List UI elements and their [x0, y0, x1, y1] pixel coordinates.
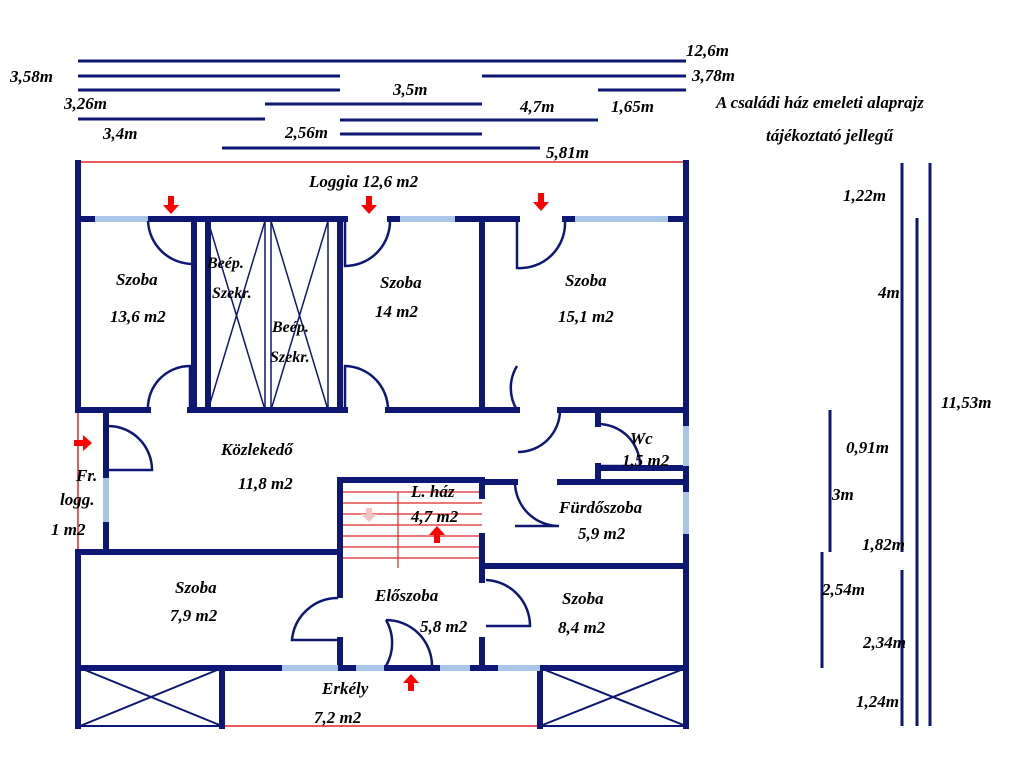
- door-swing: [146, 220, 195, 266]
- room-area-wc: 1,5 m2: [622, 451, 670, 470]
- windows: [95, 216, 689, 671]
- top-dimension-labels: 12,6m 3,58m 3,78m 3,5m 3,26m 4,7m 1,65m …: [9, 41, 735, 162]
- wardrobe-1-cross: [207, 220, 266, 411]
- room-area-szoba-2: 14 m2: [375, 302, 418, 321]
- planter-right-cross: [539, 667, 687, 727]
- right-dimension-labels: 1,22m 4m 11,53m 0,91m 3m 1,82m 2,54m 2,3…: [821, 186, 992, 711]
- room-area-lhaz: 4,7 m2: [410, 507, 459, 526]
- dim-label: 1,24m: [856, 692, 899, 711]
- staircase: [340, 491, 482, 568]
- arrow-up-icon: [429, 526, 445, 543]
- arrow-down-icon: [163, 196, 179, 214]
- room-name-szoba-3: Szoba: [565, 271, 607, 290]
- dim-label: 3,4m: [102, 124, 137, 143]
- door-swing: [343, 220, 392, 268]
- room-name-logg: logg.: [60, 490, 94, 509]
- door-swing: [385, 618, 434, 667]
- wardrobe-2-cross: [270, 220, 329, 411]
- plan-subtitle: tájékoztató jellegű: [766, 126, 894, 145]
- dim-label: 12,6m: [686, 41, 729, 60]
- room-area-szoba-3: 15,1 m2: [558, 307, 614, 326]
- dim-label: 1,82m: [862, 535, 905, 554]
- door-swing: [517, 409, 562, 454]
- room-area-szoba-4: 7,9 m2: [170, 606, 218, 625]
- arrow-right-icon: [74, 435, 92, 451]
- door-swing: [513, 481, 560, 528]
- dim-label: 2,34m: [862, 633, 906, 652]
- arrow-up-icon: [403, 674, 419, 691]
- plan-title: A családi ház emeleti alaprajz: [715, 93, 924, 112]
- room-area-erkely: 7,2 m2: [314, 708, 362, 727]
- dim-label: 2,54m: [821, 580, 865, 599]
- room-name-fr: Fr.: [75, 466, 97, 485]
- room-area-eloszoba: 5,8 m2: [420, 617, 468, 636]
- room-area-kozlekedo: 11,8 m2: [238, 474, 293, 493]
- door-swing: [107, 424, 154, 472]
- door-swing: [515, 220, 567, 270]
- room-name-szekr-1: Szekr.: [212, 285, 252, 302]
- room-area-furdoszoba: 5,9 m2: [578, 524, 626, 543]
- room-name-lhaz: L. ház: [410, 482, 455, 501]
- dim-label: 4,7m: [519, 97, 554, 116]
- room-area-szoba-1: 13,6 m2: [110, 307, 166, 326]
- room-name-szoba-5: Szoba: [562, 589, 604, 608]
- dim-label: 3m: [831, 485, 854, 504]
- room-name-szoba-2: Szoba: [380, 273, 422, 292]
- room-name-wc: Wc: [630, 429, 653, 448]
- door-swing: [597, 422, 642, 468]
- room-name-kozlekedo: Közlekedő: [220, 440, 294, 459]
- entry-arrows: [74, 193, 549, 691]
- right-dimension-lines: [820, 163, 932, 726]
- planter-left-cross: [79, 667, 223, 727]
- dim-label: 2,56m: [284, 123, 328, 142]
- room-area-szoba-5: 8,4 m2: [558, 618, 606, 637]
- room-name-furdoszoba: Fürdőszoba: [558, 498, 643, 517]
- guide-lines: [77, 161, 686, 727]
- door-swing: [384, 619, 394, 667]
- arrow-down-icon: [361, 196, 377, 214]
- dim-label: 3,78m: [691, 66, 735, 85]
- dim-label: 4m: [877, 283, 900, 302]
- room-name-beep-2: Beép.: [271, 319, 309, 336]
- top-dimension-lines: [78, 59, 686, 150]
- dim-label: 5,81m: [546, 143, 589, 162]
- door-swing: [485, 578, 532, 628]
- arrow-down-icon: [533, 193, 549, 211]
- room-labels: Loggia 12,6 m2 Szoba 13,6 m2 Beép. Szekr…: [51, 172, 670, 727]
- door-swings: [107, 220, 642, 667]
- door-swing: [146, 364, 192, 411]
- room-label-loggia: Loggia 12,6 m2: [308, 172, 419, 191]
- door-swing: [343, 364, 390, 411]
- dim-label: 3,26m: [63, 94, 107, 113]
- dim-label: 3,5m: [392, 80, 427, 99]
- room-name-szoba-1: Szoba: [116, 270, 158, 289]
- room-name-szoba-4: Szoba: [175, 578, 217, 597]
- room-name-eloszoba: Előszoba: [374, 586, 439, 605]
- room-name-beep-1: Beép.: [206, 255, 244, 272]
- room-name-erkely: Erkély: [321, 679, 369, 698]
- room-area-frlogg: 1 m2: [51, 520, 86, 539]
- dim-label: 0,91m: [846, 438, 889, 457]
- balcony-planters: [79, 667, 687, 727]
- dim-label: 1,22m: [843, 186, 886, 205]
- dim-label: 3,58m: [9, 67, 53, 86]
- door-swing: [290, 596, 339, 642]
- wardrobes: [207, 220, 329, 411]
- dim-label: 11,53m: [941, 393, 992, 412]
- dim-label: 1,65m: [611, 97, 654, 116]
- door-swing: [509, 365, 519, 411]
- arrow-down-icon: [361, 508, 377, 522]
- walls: [75, 160, 689, 729]
- room-name-szekr-2: Szekr.: [270, 349, 310, 366]
